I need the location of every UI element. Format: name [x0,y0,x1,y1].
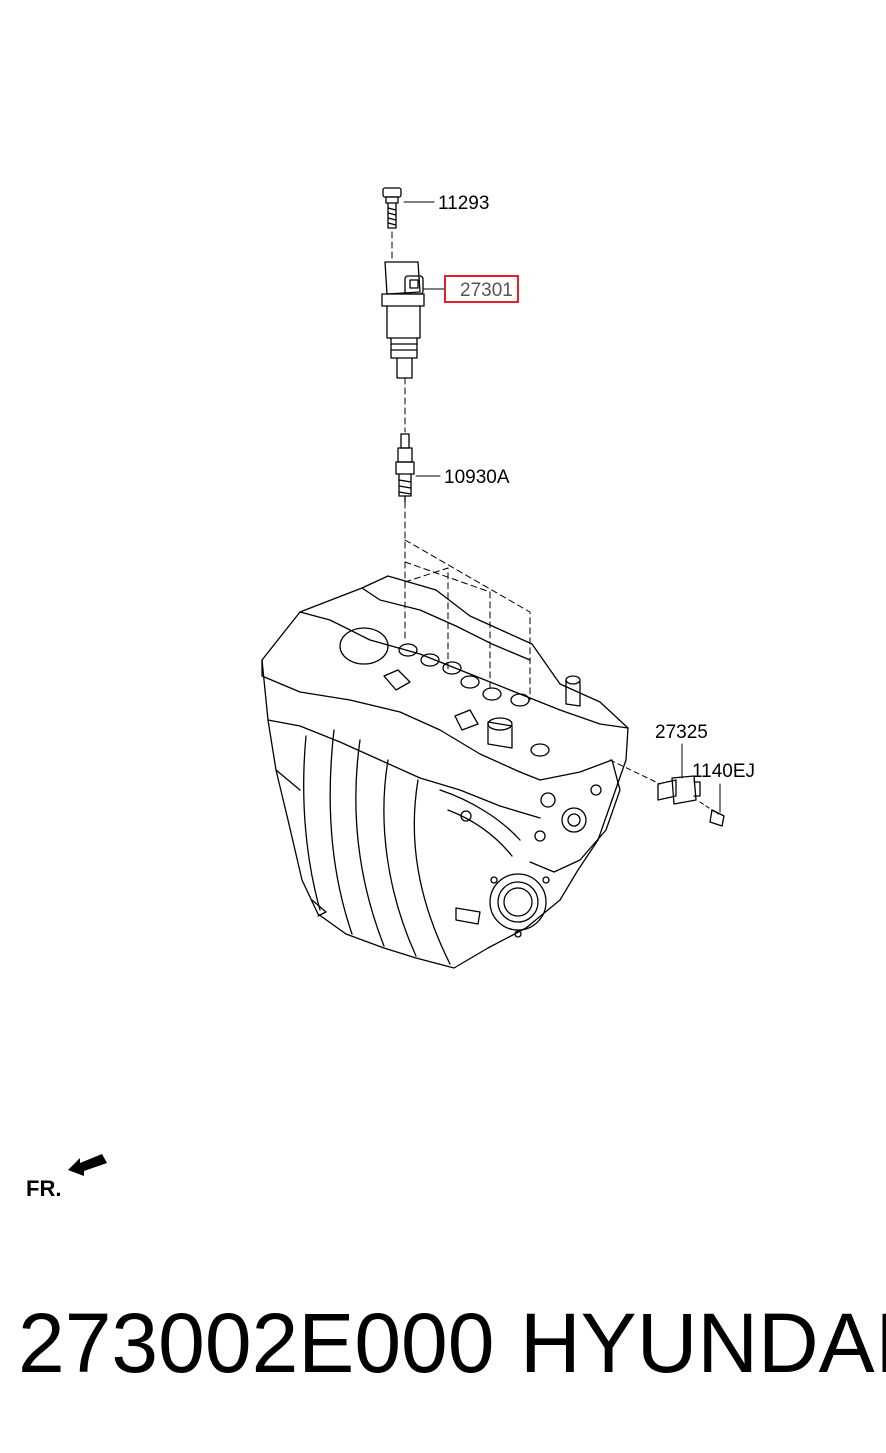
part-number: 273002E000 [18,1296,495,1390]
callout-27325: 27325 [655,722,708,743]
ignition-coil-27301 [381,261,445,379]
bolt-1140EJ [699,783,725,827]
front-arrow-icon [68,1154,107,1176]
bolt-11293 [382,187,435,229]
callout-1140EJ: 1140EJ [692,761,755,782]
spark-plug-10930A [395,433,441,503]
sensor-27325 [609,743,701,805]
callout-10930A: 10930A [444,467,510,488]
callout-27301: 27301 [460,280,513,301]
engine-block [261,575,629,969]
footer: 273002E000 HYUNDAI [18,1288,886,1408]
assembly-axis [391,231,531,701]
callout-11293: 11293 [438,193,489,214]
brand-name: HYUNDAI [520,1296,886,1390]
front-label: FR. [26,1176,61,1201]
highlight-box [444,275,519,303]
